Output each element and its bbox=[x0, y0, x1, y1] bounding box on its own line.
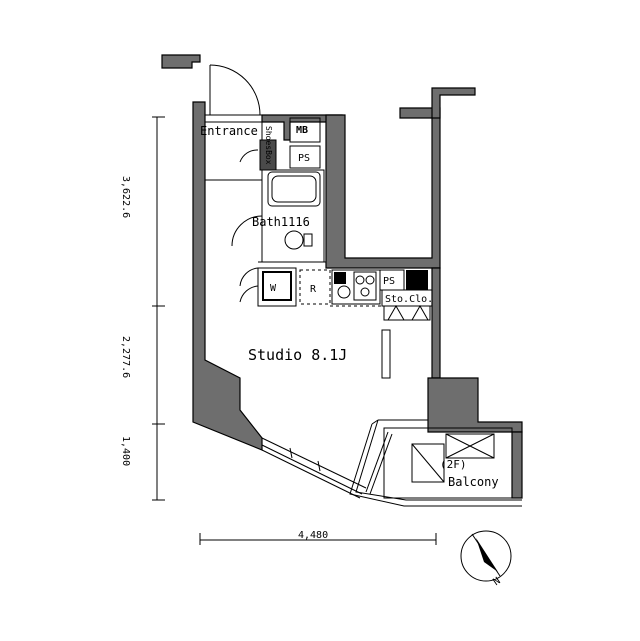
door-swing bbox=[239, 267, 259, 287]
wall-shelf bbox=[381, 329, 391, 379]
south-window bbox=[261, 437, 367, 499]
closet-door-fold bbox=[411, 304, 429, 321]
entrance-door bbox=[205, 64, 262, 116]
compass: N bbox=[460, 530, 512, 588]
balcony-floor-label: (2F) bbox=[440, 458, 467, 471]
shoe-box-label: ShoesBox bbox=[264, 126, 273, 165]
dimension-2: 2,277.6 bbox=[120, 336, 131, 378]
ps-kitchen-label: PS bbox=[383, 276, 395, 287]
closet-door bbox=[383, 305, 431, 321]
meter-box bbox=[289, 117, 321, 143]
pipe-space-top bbox=[289, 145, 321, 169]
entrance-wall-stub bbox=[161, 54, 201, 69]
dimension-3: 1,400 bbox=[120, 436, 131, 466]
central-shaft bbox=[325, 107, 441, 269]
compass-circle bbox=[460, 530, 512, 582]
bath-label: Bath1116 bbox=[252, 215, 310, 229]
washer-label: W bbox=[270, 283, 277, 294]
closet-door-fold bbox=[387, 304, 405, 321]
top-right-stub bbox=[431, 87, 476, 119]
balcony-right-wall bbox=[511, 431, 523, 499]
balcony-outline bbox=[349, 419, 522, 507]
kitchen bbox=[330, 269, 384, 307]
door-swing bbox=[239, 285, 259, 303]
right-wall bbox=[431, 267, 441, 379]
mb-label: MB bbox=[296, 125, 308, 136]
ac-outdoor-unit bbox=[445, 433, 495, 459]
balcony-pillar bbox=[427, 377, 523, 433]
dimension-1: 3,622.6 bbox=[120, 176, 131, 218]
entrance-label: Entrance bbox=[200, 124, 258, 138]
left-wall bbox=[192, 101, 263, 451]
storage-label: Sto.Clo. bbox=[385, 294, 433, 305]
dimension-horizontal: 4,480 bbox=[298, 530, 328, 541]
dimension-lines bbox=[152, 116, 437, 545]
balcony-label: Balcony bbox=[448, 475, 499, 489]
studio-label: Studio 8.1J bbox=[248, 346, 347, 364]
washer-space bbox=[257, 267, 297, 307]
fridge-space bbox=[299, 269, 331, 305]
north-label: N bbox=[491, 576, 502, 588]
ps-top-label: PS bbox=[298, 153, 310, 164]
bath-door-swing bbox=[231, 215, 263, 247]
duct-block bbox=[406, 270, 428, 290]
north-arrow-icon bbox=[476, 538, 498, 572]
fridge-label: R bbox=[310, 284, 317, 295]
balcony-hatch bbox=[411, 443, 445, 483]
shoe-box-door bbox=[239, 149, 259, 163]
balcony-hatch bbox=[411, 443, 445, 483]
